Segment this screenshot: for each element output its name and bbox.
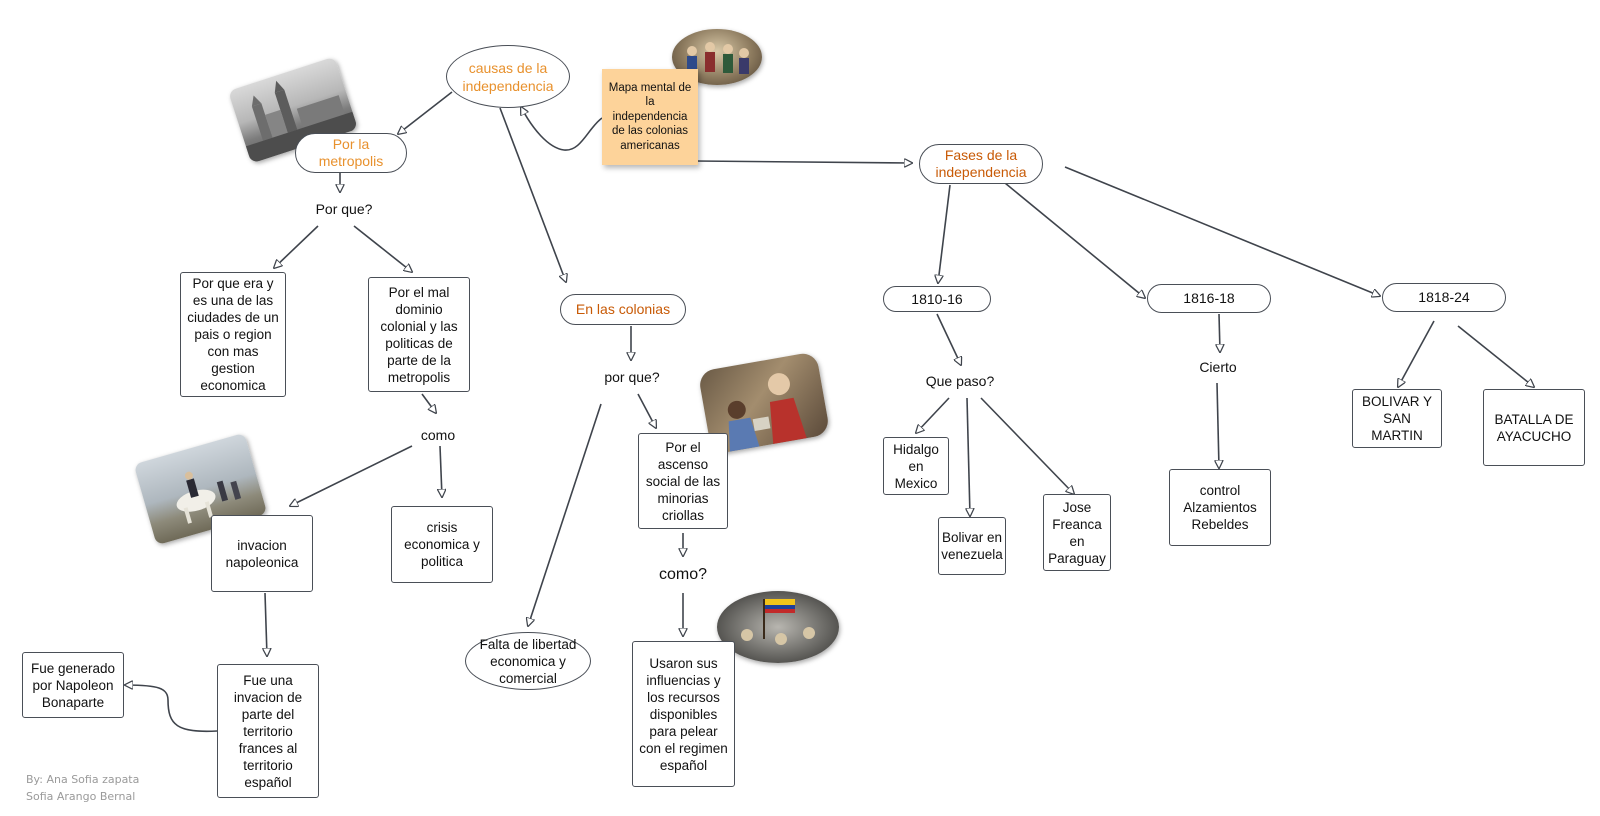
node-mal-dominio[interactable]: Por el mal dominio colonial y las politi… (368, 277, 470, 392)
node-crisis[interactable]: crisis economica y politica (391, 506, 493, 583)
node-sticky-title[interactable]: Mapa mental de la independencia de las c… (602, 69, 698, 165)
node-invacion-napoleonica[interactable]: invacion napoleonica (211, 515, 313, 592)
node-jose-freanca[interactable]: Jose Freanca en Paraguay (1043, 494, 1111, 571)
node-hidalgo[interactable]: Hidalgo en Mexico (883, 437, 949, 495)
criollo-portrait-photo (697, 351, 831, 455)
node-causas[interactable]: causas de la independencia (446, 45, 570, 108)
node-1810-16[interactable]: 1810-16 (883, 286, 991, 312)
node-usaron[interactable]: Usaron sus influencias y los recursos di… (632, 641, 735, 787)
node-bolivar-venezuela[interactable]: Bolivar en venezuela (938, 517, 1006, 575)
node-control[interactable]: control Alzamientos Rebeldes (1169, 469, 1271, 546)
node-generado[interactable]: Fue generado por Napoleon Bonaparte (22, 652, 124, 718)
node-ciudades[interactable]: Por que era y es una de las ciudades de … (180, 272, 286, 397)
node-1816-18[interactable]: 1816-18 (1147, 284, 1271, 313)
battle-flag-photo (717, 591, 839, 663)
flag-icon (741, 599, 815, 645)
node-falta-libertad[interactable]: Falta de libertad economica y comercial (465, 632, 591, 690)
node-bolivar-san-martin[interactable]: BOLIVAR Y SAN MARTIN (1352, 389, 1442, 448)
node-como-2[interactable]: como? (658, 565, 708, 583)
node-por-metropolis[interactable]: Por la metropolis (295, 133, 407, 173)
portrait-icon (727, 373, 807, 452)
node-como-1[interactable]: como (420, 426, 456, 443)
node-ayacucho[interactable]: BATALLA DE AYACUCHO (1483, 389, 1585, 466)
credits: By: Ana Sofia zapata Sofia Arango Bernal (26, 771, 139, 805)
napoleon-painting-photo (133, 432, 268, 546)
crowd-icon (687, 42, 749, 74)
node-ascenso[interactable]: Por el ascenso social de las minorias cr… (638, 433, 728, 529)
node-1818-24[interactable]: 1818-24 (1382, 283, 1506, 312)
node-en-colonias[interactable]: En las colonias (560, 294, 686, 325)
credits-line-2: Sofia Arango Bernal (26, 790, 136, 803)
node-por-que-1[interactable]: Por que? (315, 200, 373, 217)
credits-line-1: By: Ana Sofia zapata (26, 773, 140, 786)
node-por-que-2[interactable]: por que? (604, 368, 660, 385)
node-que-paso[interactable]: Que paso? (925, 372, 995, 389)
node-invacion-parte[interactable]: Fue una invacion de parte del territorio… (217, 664, 319, 798)
horseman-icon (176, 471, 242, 524)
node-fases[interactable]: Fases de la independencia (919, 144, 1043, 184)
node-cierto[interactable]: Cierto (1199, 358, 1237, 375)
